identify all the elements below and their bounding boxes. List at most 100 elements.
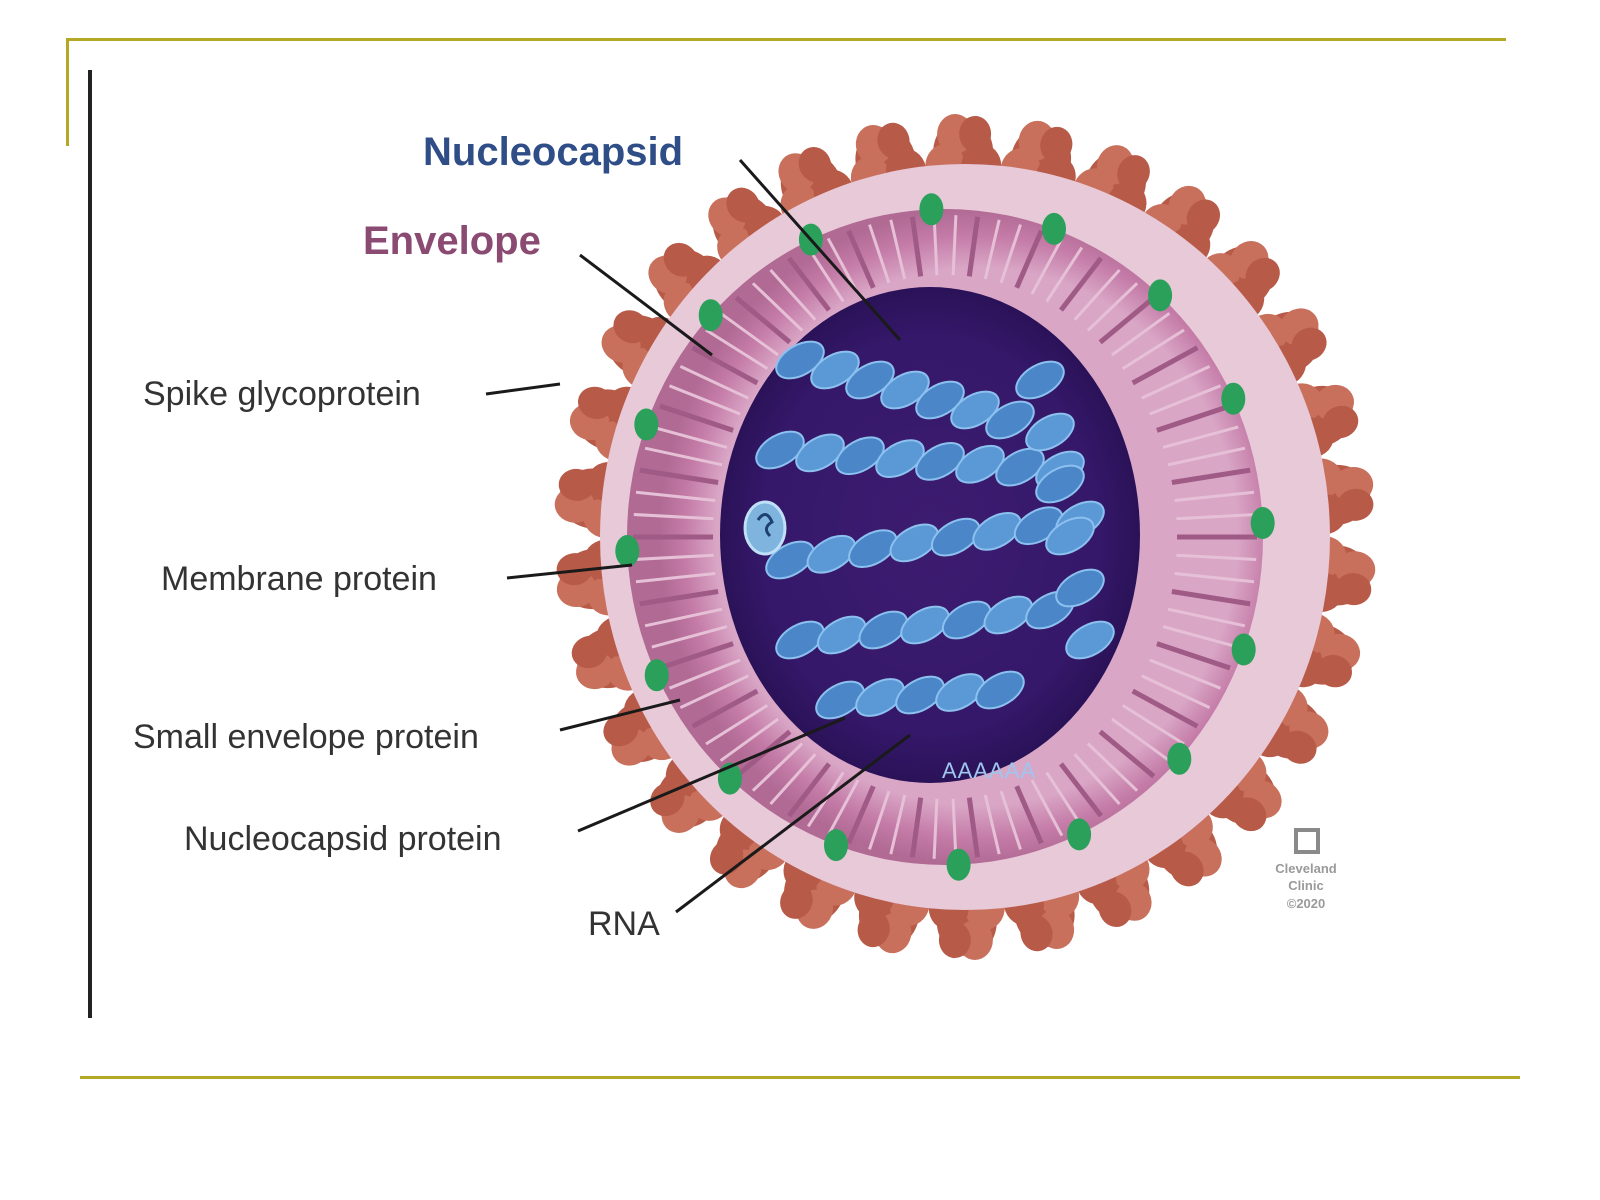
bilayer-tick (806, 246, 845, 303)
leader-line-nucleocapsid (738, 159, 902, 341)
credit-line-3: ©2020 (1287, 896, 1326, 911)
bilayer-tick (668, 658, 741, 690)
bilayer-tick (679, 365, 749, 400)
bilayer-tick (1121, 704, 1185, 746)
nucleocapsid-protein-coil (1035, 464, 1085, 504)
bilayer-tick (999, 790, 1022, 850)
bilayer-tick (719, 717, 779, 762)
membrane-protein-dot (615, 535, 640, 567)
nucleocapsid-protein-coil (765, 540, 815, 580)
membrane-protein-dot (1067, 818, 1092, 851)
membrane-protein-dot (1231, 633, 1256, 666)
membrane-protein-dot (698, 299, 723, 332)
bilayer-tick (751, 282, 804, 332)
membrane-protein-dot (824, 829, 848, 862)
bilayer-tick (846, 785, 876, 845)
bilayer-tick (787, 256, 831, 312)
label-small-envelope-protein: Small envelope protein (133, 718, 479, 756)
nucleocapsid-protein-coil (955, 444, 1005, 484)
bilayer-tick (951, 215, 958, 276)
nucleocapsid-protein-coil (900, 605, 950, 645)
nucleocapsid-protein-coil (775, 620, 825, 660)
slide-frame-bottom (80, 1076, 1520, 1079)
bilayer-tick (769, 753, 817, 806)
bilayer-tick (679, 674, 749, 709)
nucleocapsid-protein-coil (975, 670, 1025, 710)
cleveland-clinic-credit: Cleveland Clinic ©2020 (1275, 828, 1337, 911)
nucleocapsid-protein-coil (1025, 412, 1075, 452)
bilayer-tick (719, 312, 779, 357)
bilayer-tick (635, 490, 716, 502)
leader-line-small-envelope (559, 698, 681, 732)
envelope-bilayer-ticks (633, 215, 1257, 859)
membrane-protein-dot (946, 848, 971, 881)
bilayer-tick (1167, 446, 1246, 467)
bilayer-tick (635, 572, 716, 584)
bilayer-tick (1156, 403, 1231, 433)
label-spike-glycoprotein: Spike glycoprotein (143, 375, 421, 413)
bilayer-tick (651, 425, 728, 449)
bilayer-tick (644, 446, 723, 467)
leader-line-membrane (506, 563, 633, 580)
bilayer-tick (668, 384, 741, 416)
spike-protein (780, 839, 858, 929)
bilayer-tick (1073, 268, 1121, 321)
bilayer-tick (1156, 641, 1231, 671)
bilayer-tick (651, 625, 728, 649)
membrane-protein-dot (1221, 382, 1246, 415)
bilayer-tick (1073, 753, 1121, 806)
nucleocapsid-protein-coil (941, 600, 992, 640)
leader-line-spike (485, 382, 561, 396)
membrane-protein-dot (1148, 279, 1173, 312)
nucleocapsid-protein-coil (810, 350, 860, 390)
polya-tail-label: AAAAAA (942, 758, 1036, 783)
bilayer-tick (1131, 345, 1199, 386)
nucleocapsid-protein-coil (895, 675, 945, 715)
bilayer-tick (983, 219, 1001, 280)
bilayer-tick (1171, 589, 1251, 607)
bilayer-tick (909, 797, 924, 858)
bilayer-tick (826, 237, 860, 295)
bilayer-tick (932, 215, 939, 276)
nucleocapsid-protein-coil (806, 534, 857, 574)
bilayer-tick (1014, 785, 1044, 845)
cap-structure-icon (743, 500, 787, 556)
bilayer-tick (1149, 658, 1222, 690)
slide-frame-left (66, 38, 69, 146)
membrane-protein-dot (1250, 507, 1275, 539)
bilayer-tick (1162, 625, 1239, 649)
membrane-protein-dot (1167, 742, 1192, 775)
membrane-protein-dot (919, 193, 944, 226)
nucleocapsid-protein-coil (835, 436, 885, 476)
bilayer-tick (769, 268, 817, 321)
bilayer-tick (1174, 490, 1255, 502)
nucleocapsid-protein-coil (880, 370, 930, 410)
credit-line-2: Clinic (1288, 878, 1323, 893)
membrane-protein-dot (634, 408, 659, 441)
bilayer-tick (1171, 467, 1251, 485)
cleveland-clinic-logo-icon (1294, 828, 1320, 854)
bilayer-tick (868, 790, 891, 850)
nucleocapsid-protein-coil (1045, 516, 1095, 556)
label-envelope: Envelope (363, 219, 541, 263)
bilayer-tick (1131, 688, 1199, 729)
bilayer-tick (1014, 229, 1044, 289)
bilayer-tick (705, 328, 769, 370)
bilayer-tick (1086, 282, 1139, 332)
nucleocapsid-protein-coil (795, 433, 845, 473)
nucleocapsid-protein-coil (915, 442, 965, 481)
nucleocapsid-protein-coil (815, 680, 865, 720)
bilayer-tick (1059, 762, 1103, 818)
bilayer-tick (1098, 729, 1156, 779)
bilayer-tick (644, 607, 723, 628)
leader-lines (485, 159, 911, 914)
bilayer-tick (1045, 771, 1084, 828)
bilayer-tick (1030, 779, 1064, 837)
bilayer-tick (1059, 256, 1103, 312)
rna-helix (755, 340, 1115, 720)
bilayer-tick (1030, 237, 1064, 295)
bilayer-tick (1111, 717, 1171, 762)
nucleocapsid-protein-coil (889, 523, 940, 563)
bilayer-tick (889, 794, 907, 855)
bilayer-tick (1121, 328, 1185, 370)
